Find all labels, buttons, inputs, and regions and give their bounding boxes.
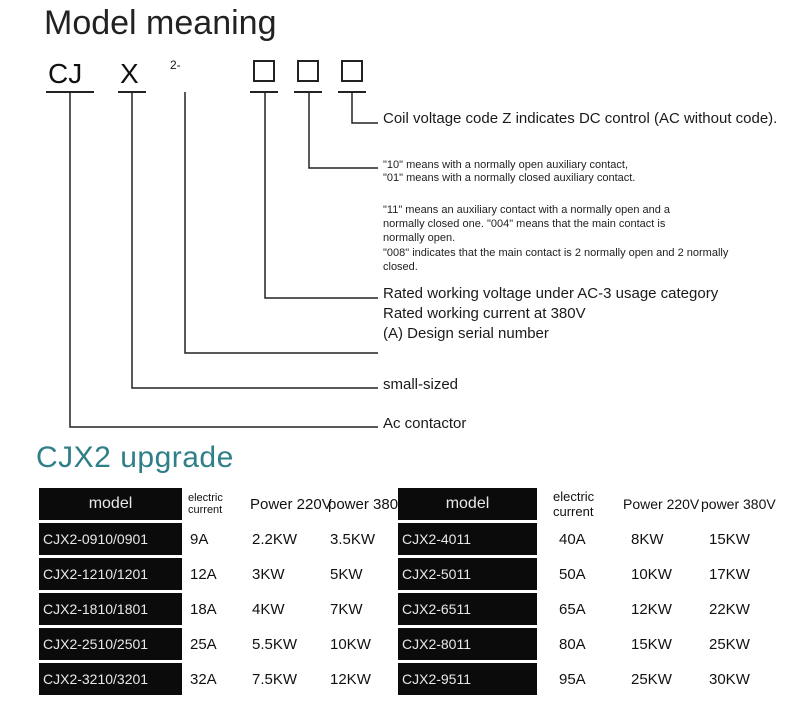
cell-p220: 15KW bbox=[617, 626, 695, 662]
cell-model: CJX2-9511 bbox=[398, 661, 537, 695]
cell-current: 12A bbox=[182, 556, 244, 592]
table-row: CJX2-2510/2501 25A 5.5KW 10KW bbox=[39, 626, 399, 662]
header-p220: Power 220V bbox=[617, 488, 699, 522]
underline-box-1 bbox=[250, 91, 278, 93]
desc-rated-voltage: Rated working voltage under AC-3 usage c… bbox=[383, 285, 719, 302]
cell-p380: 3.5KW bbox=[322, 521, 399, 557]
placeholder-box-1 bbox=[253, 60, 275, 82]
leader-design bbox=[184, 92, 378, 354]
leader-lines bbox=[69, 92, 378, 428]
cell-p380: 30KW bbox=[695, 661, 773, 695]
header-model: model bbox=[398, 488, 537, 522]
desc-ac-contactor: Ac contactor bbox=[383, 415, 467, 432]
upgrade-title: CJX2 upgrade bbox=[36, 441, 234, 474]
cell-current: 9A bbox=[182, 521, 244, 557]
cell-current: 95A bbox=[537, 661, 617, 695]
cell-p380: 5KW bbox=[322, 556, 399, 592]
desc-contacts-c: "11" means an auxiliary contact with a n… bbox=[383, 204, 671, 244]
header-p380: power 380V bbox=[695, 488, 776, 522]
cell-model: CJX2-0910/0901 bbox=[39, 521, 182, 557]
cell-p220: 7.5KW bbox=[244, 661, 322, 695]
table-row: CJX2-1210/1201 12A 3KW 5KW bbox=[39, 556, 399, 592]
header-current: electric current bbox=[537, 488, 617, 522]
cell-current: 40A bbox=[537, 521, 617, 557]
table-header-row: model electric current Power 220V power … bbox=[39, 488, 399, 522]
cell-p380: 17KW bbox=[695, 556, 773, 592]
cell-p380: 22KW bbox=[695, 591, 773, 627]
cell-model: CJX2-3210/3201 bbox=[39, 661, 182, 695]
code-cj: CJ bbox=[48, 58, 83, 89]
code-superscript: 2- bbox=[170, 58, 181, 72]
cell-p380: 12KW bbox=[322, 661, 399, 695]
table-row: CJX2-1810/1801 18A 4KW 7KW bbox=[39, 591, 399, 627]
desc-coil: Coil voltage code Z indicates DC control… bbox=[383, 110, 778, 127]
cell-p380: 25KW bbox=[695, 626, 773, 662]
cell-model: CJX2-2510/2501 bbox=[39, 626, 182, 662]
cell-p380: 7KW bbox=[322, 591, 399, 627]
table-row: CJX2-5011 50A 10KW 17KW bbox=[398, 556, 773, 592]
desc-small-sized: small-sized bbox=[383, 376, 459, 393]
leader-rated bbox=[264, 92, 378, 299]
table-row: CJX2-4011 40A 8KW 15KW bbox=[398, 521, 773, 557]
spec-table-right: model electric current Power 220V power … bbox=[398, 488, 776, 695]
cell-p220: 4KW bbox=[244, 591, 322, 627]
cell-model: CJX2-1810/1801 bbox=[39, 591, 182, 627]
table-row: CJX2-0910/0901 9A 2.2KW 3.5KW bbox=[39, 521, 399, 557]
desc-contacts-a: "10" means with a normally open auxiliar… bbox=[383, 159, 629, 171]
cell-p220: 5.5KW bbox=[244, 626, 322, 662]
cell-current: 65A bbox=[537, 591, 617, 627]
table-header-row: model electric current Power 220V power … bbox=[398, 488, 776, 522]
desc-contacts-b: "01" means with a normally closed auxili… bbox=[383, 172, 636, 184]
leader-ac bbox=[69, 92, 378, 428]
cell-current: 32A bbox=[182, 661, 244, 695]
cell-p380: 10KW bbox=[322, 626, 399, 662]
table-row: CJX2-3210/3201 32A 7.5KW 12KW bbox=[39, 661, 399, 695]
cell-p220: 2.2KW bbox=[244, 521, 322, 557]
cell-p220: 3KW bbox=[244, 556, 322, 592]
spec-table-left: model electric current Power 220V power … bbox=[39, 488, 399, 695]
cell-model: CJX2-4011 bbox=[398, 521, 537, 557]
desc-design-serial: (A) Design serial number bbox=[383, 325, 549, 342]
cell-model: CJX2-1210/1201 bbox=[39, 556, 182, 592]
leader-contacts bbox=[308, 92, 378, 169]
cell-model: CJX2-6511 bbox=[398, 591, 537, 627]
underline-box-2 bbox=[294, 91, 322, 93]
model-meaning-title: Model meaning bbox=[44, 4, 277, 42]
header-p380: power 380 bbox=[322, 488, 399, 522]
cell-p220: 25KW bbox=[617, 661, 695, 695]
header-p220: Power 220V bbox=[244, 488, 332, 522]
cell-model: CJX2-8011 bbox=[398, 626, 537, 662]
table-row: CJX2-8011 80A 15KW 25KW bbox=[398, 626, 773, 662]
placeholder-box-3 bbox=[341, 60, 363, 82]
desc-rated-current: Rated working current at 380V bbox=[383, 305, 586, 322]
cell-current: 80A bbox=[537, 626, 617, 662]
cell-current: 50A bbox=[537, 556, 617, 592]
table-row: CJX2-6511 65A 12KW 22KW bbox=[398, 591, 773, 627]
cell-p220: 12KW bbox=[617, 591, 695, 627]
table-row: CJX2-9511 95A 25KW 30KW bbox=[398, 661, 773, 695]
code-x: X bbox=[120, 58, 139, 89]
leader-coil bbox=[351, 92, 378, 124]
desc-contacts-d: "008" indicates that the main contact is… bbox=[383, 247, 729, 273]
cell-p220: 8KW bbox=[617, 521, 695, 557]
placeholder-box-2 bbox=[297, 60, 319, 82]
cell-current: 18A bbox=[182, 591, 244, 627]
cell-p220: 10KW bbox=[617, 556, 695, 592]
cell-p380: 15KW bbox=[695, 521, 773, 557]
leader-small bbox=[131, 92, 378, 389]
header-model: model bbox=[39, 488, 182, 522]
header-current: electric current bbox=[182, 488, 244, 522]
cell-model: CJX2-5011 bbox=[398, 556, 537, 592]
cell-current: 25A bbox=[182, 626, 244, 662]
